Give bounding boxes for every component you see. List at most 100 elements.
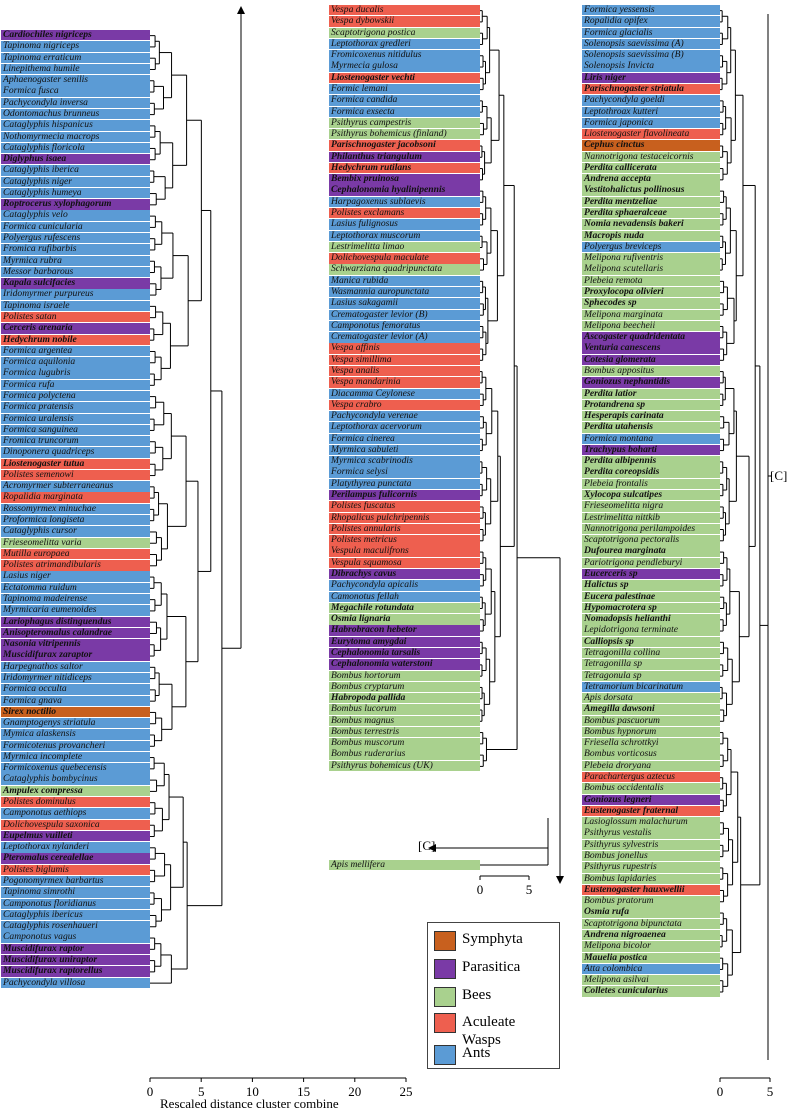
taxon-leaf: Colletes cunicularius [582,986,720,997]
taxon-leaf: Leptothorax acervorum [329,422,480,433]
taxon-leaf: Halictus sp [582,580,720,591]
taxon-leaf: Lepidotrigona terminate [582,625,720,636]
legend-label: Ants [462,1045,491,1061]
taxon-leaf: Nomia nevadensis bakeri [582,219,720,230]
axis-tick-label: 0 [146,1084,154,1099]
taxon-leaf: Vespula squamosa [329,557,480,569]
taxon-leaf: Cephalonomia hyalinipennis [329,185,480,196]
taxon-leaf: Bombus hypnorum [582,726,720,738]
taxon-leaf: Polistes exclamans [329,208,480,219]
taxon-leaf: Cardiochiles nigriceps [1,30,150,41]
taxon-leaf: Vespula maculifrons [329,546,480,557]
taxon-leaf: Parischnogaster jacobsoni [329,140,480,151]
taxon-leaf: Manica rubida [329,275,480,287]
taxon-leaf: Polistes annularis [329,523,480,535]
taxon-leaf: Pteromalus cerealellae [1,853,150,864]
taxon-leaf: Camponotus floridianus [1,898,150,909]
taxon-leaf: Tapinoma simrothi [1,887,150,898]
taxon-leaf: Eustenogaster hauxwellii [582,884,720,896]
axis-tick-label: 10 [245,1084,259,1099]
taxon-leaf: Formica montana [582,433,720,445]
legend: Symphyta Parasitica Bees Aculeate Wasps … [427,922,560,1069]
axis-tick-label: 0 [476,882,484,897]
taxon-leaf: Solenopsis saevissima (A) [582,38,720,50]
taxon-leaf: Lasius fulignosus [329,219,480,230]
taxon-leaf: Platythyrea punctata [329,478,480,490]
axis-tick-label: 5 [525,882,533,897]
taxon-leaf: Lestrimelitta limao [329,241,480,253]
taxon-leaf: Bombus jonellus [582,851,720,862]
taxon-leaf: Harpagoxenus sublaevis [329,196,480,208]
taxon-leaf: Cerceris arenaria [1,323,150,334]
taxon-leaf: Polistes dominulus [1,797,150,808]
taxon-leaf: Cataglyphis floricola [1,142,150,154]
taxon-leaf: Polistes semenowi [1,469,150,481]
taxon-leaf: Eurytoma amygdai [329,636,480,648]
taxon-leaf: Vespa affinis [329,343,480,354]
taxon-leaf: Macropis nuda [582,230,720,241]
axis-tick-label: 20 [348,1084,362,1099]
taxon-leaf: Cataglyphis cursor [1,526,150,537]
taxon-leaf: Psithyrus bohemicus (finland) [329,129,480,140]
taxon-leaf: Polistes biglumis [1,864,150,876]
taxon-leaf: Leptothorax nylanderi [1,842,150,853]
taxon-leaf: Plebeia droryana [582,760,720,772]
taxon-leaf: Bombus hortorum [329,670,480,681]
taxon-leaf: Perdita callicerata [582,162,720,174]
taxon-leaf: Eustenogaster fraternal [582,805,720,817]
taxon-leaf: Fromica truncorum [1,436,150,447]
legend-label: Parasitica [462,959,521,975]
taxon-leaf: Camonotus fellah [329,591,480,602]
taxon-leaf: Wasmannia auropunctata [329,287,480,298]
taxon-leaf: Habrobracon hebetor [329,625,480,636]
taxon-leaf: Parachartergus aztecus [582,772,720,783]
taxon-leaf: Diglyphus isaea [1,154,150,165]
taxon-leaf: Messor barbarous [1,266,150,278]
taxon-leaf: Myrmecia gulosa [329,61,480,72]
taxon-leaf: Tetragonilla collina [582,647,720,659]
taxon-leaf: Nasonia vitripennis [1,639,150,650]
taxon-leaf: Melipona bicolor [582,941,720,952]
taxon-leaf: Leptothorax gredleri [329,38,480,50]
taxon-leaf: Formica candida [329,95,480,106]
taxon-leaf: Leptothroax kutteri [582,106,720,117]
connector-label-right: [C] [770,468,788,483]
taxon-leaf: Psithyrus sylvestris [582,839,720,851]
taxon-leaf: Pariotrigona pendleburyi [582,557,720,569]
taxon-leaf: Calliopsis sp [582,636,720,648]
taxon-leaf: Harpegnathos saltor [1,661,150,673]
taxon-leaf: Cataglyphis niger [1,176,150,188]
taxon-leaf: Camponotus vagus [1,932,150,943]
taxon-leaf: Tapinoma nigriceps [1,41,150,52]
taxon-leaf: Ampulex compressa [1,785,150,797]
taxon-leaf: Cataglyphis rosenhaueri [1,921,150,932]
taxon-leaf: Goniozus nephantidis [582,377,720,388]
taxon-leaf: Perdita sphaeralceae [582,208,720,219]
taxon-leaf: Frieseomelitta varia [1,537,150,548]
taxon-leaf: Andrena accepta [582,174,720,185]
taxon-leaf: Formica selysi [329,467,480,478]
taxon-leaf: Diacamma Ceylonese [329,388,480,399]
taxon-leaf: Cataglyphis ibericus [1,909,150,921]
taxon-leaf: Formica glacialis [582,27,720,38]
taxon-leaf: Iridomyrmer nitidiceps [1,672,150,684]
taxon-leaf: Melipona rufiventris [582,253,720,264]
taxon-leaf: Polyergus breviceps [582,241,720,253]
taxon-leaf: Melipona marginata [582,309,720,320]
taxon-leaf: Vestitohalictus pollinosus [582,185,720,196]
taxon-leaf: Mymica alaskensis [1,729,150,740]
taxon-leaf: Nannotrigona perilampoides [582,523,720,535]
taxon-leaf: Anisopteromalus calandrae [1,627,150,639]
axis-tick-label: 25 [399,1084,413,1099]
taxon-leaf: Philanthus triangulum [329,151,480,163]
taxon-leaf: Polistes metricus [329,535,480,546]
taxon-leaf: Liris niger [582,72,720,84]
taxon-leaf: Tapinoma erraticum [1,52,150,63]
branch-arrow [237,6,245,14]
taxon-leaf: Amegilla dawsoni [582,704,720,715]
taxon-leaf: Dufourea marginata [582,546,720,557]
legend-swatch [434,987,456,1007]
taxon-leaf: Vespa simillima [329,354,480,366]
taxon-leaf: Bombus pratorum [582,896,720,907]
taxon-leaf: Formica pratensis [1,402,150,413]
